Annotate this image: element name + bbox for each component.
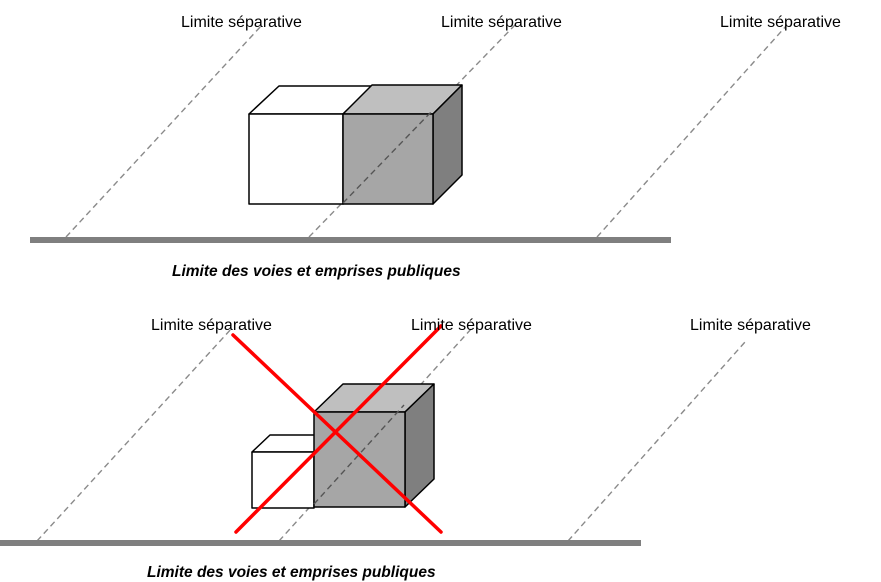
boundary-label-3: Limite séparative bbox=[690, 317, 811, 334]
panel-bottom: Limite séparative Limite séparative Limi… bbox=[0, 317, 811, 581]
boundary-label-2: Limite séparative bbox=[441, 14, 562, 31]
boundary-label-3: Limite séparative bbox=[720, 14, 841, 31]
boundary-label-1: Limite séparative bbox=[151, 317, 272, 334]
boundary-label-1: Limite séparative bbox=[181, 14, 302, 31]
boundary-label-2: Limite séparative bbox=[411, 317, 532, 334]
street-caption: Limite des voies et emprises publiques bbox=[172, 263, 461, 280]
boundary-line-1 bbox=[65, 24, 263, 238]
boundary-line-1 bbox=[36, 327, 233, 542]
boundary-line-3 bbox=[567, 341, 746, 542]
street-caption: Limite des voies et emprises publiques bbox=[147, 564, 436, 581]
boundary-through-box bbox=[342, 109, 434, 204]
large-grey-box bbox=[313, 383, 435, 508]
grey-box bbox=[342, 84, 463, 205]
boundary-line-3 bbox=[596, 24, 788, 238]
boundary-through-box bbox=[313, 404, 405, 505]
panel-top: Limite séparative Limite séparative Limi… bbox=[30, 14, 841, 280]
prohibited-cross-mark bbox=[231, 324, 443, 534]
